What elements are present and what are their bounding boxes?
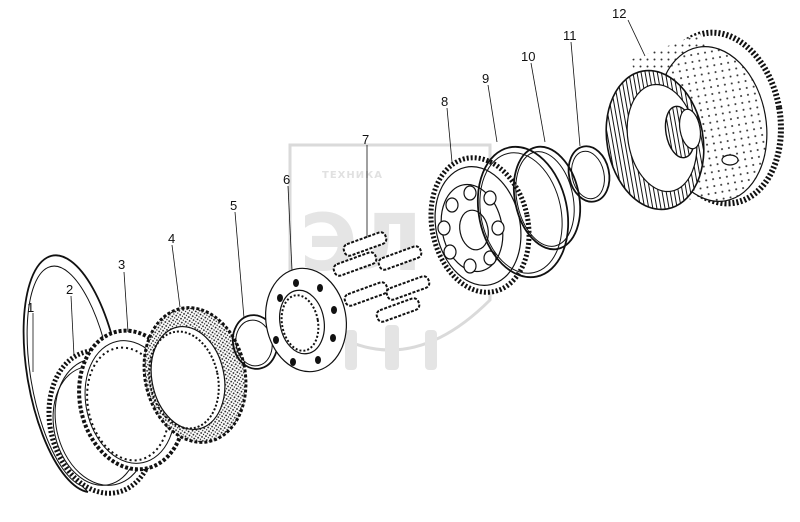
watermark-wheat-icon [345, 325, 437, 370]
leader-lines [32, 19, 646, 372]
callout-11: 11 [563, 28, 577, 43]
callout-4: 4 [168, 231, 175, 246]
callout-1: 1 [27, 300, 34, 315]
watermark-text: ТЕХНИКА [322, 170, 383, 181]
callout-7: 7 [362, 132, 369, 147]
part-11-small-seal-ring [567, 145, 611, 203]
part-9-seal-ring [476, 145, 570, 279]
callout-5: 5 [230, 198, 237, 213]
part-8-piston [428, 155, 532, 295]
callout-12: 12 [612, 6, 626, 21]
callout-9: 9 [482, 71, 489, 86]
callout-labels: 1 2 3 4 5 6 7 8 9 10 11 12 [27, 6, 626, 315]
callout-8: 8 [441, 94, 448, 109]
part-12-clutch-drum [605, 29, 784, 211]
callout-3: 3 [118, 257, 125, 272]
part-6-retainer-plate [264, 267, 348, 373]
callout-10: 10 [521, 49, 535, 64]
part-7-return-springs [332, 231, 431, 323]
callout-6: 6 [283, 172, 290, 187]
callout-2: 2 [66, 282, 73, 297]
